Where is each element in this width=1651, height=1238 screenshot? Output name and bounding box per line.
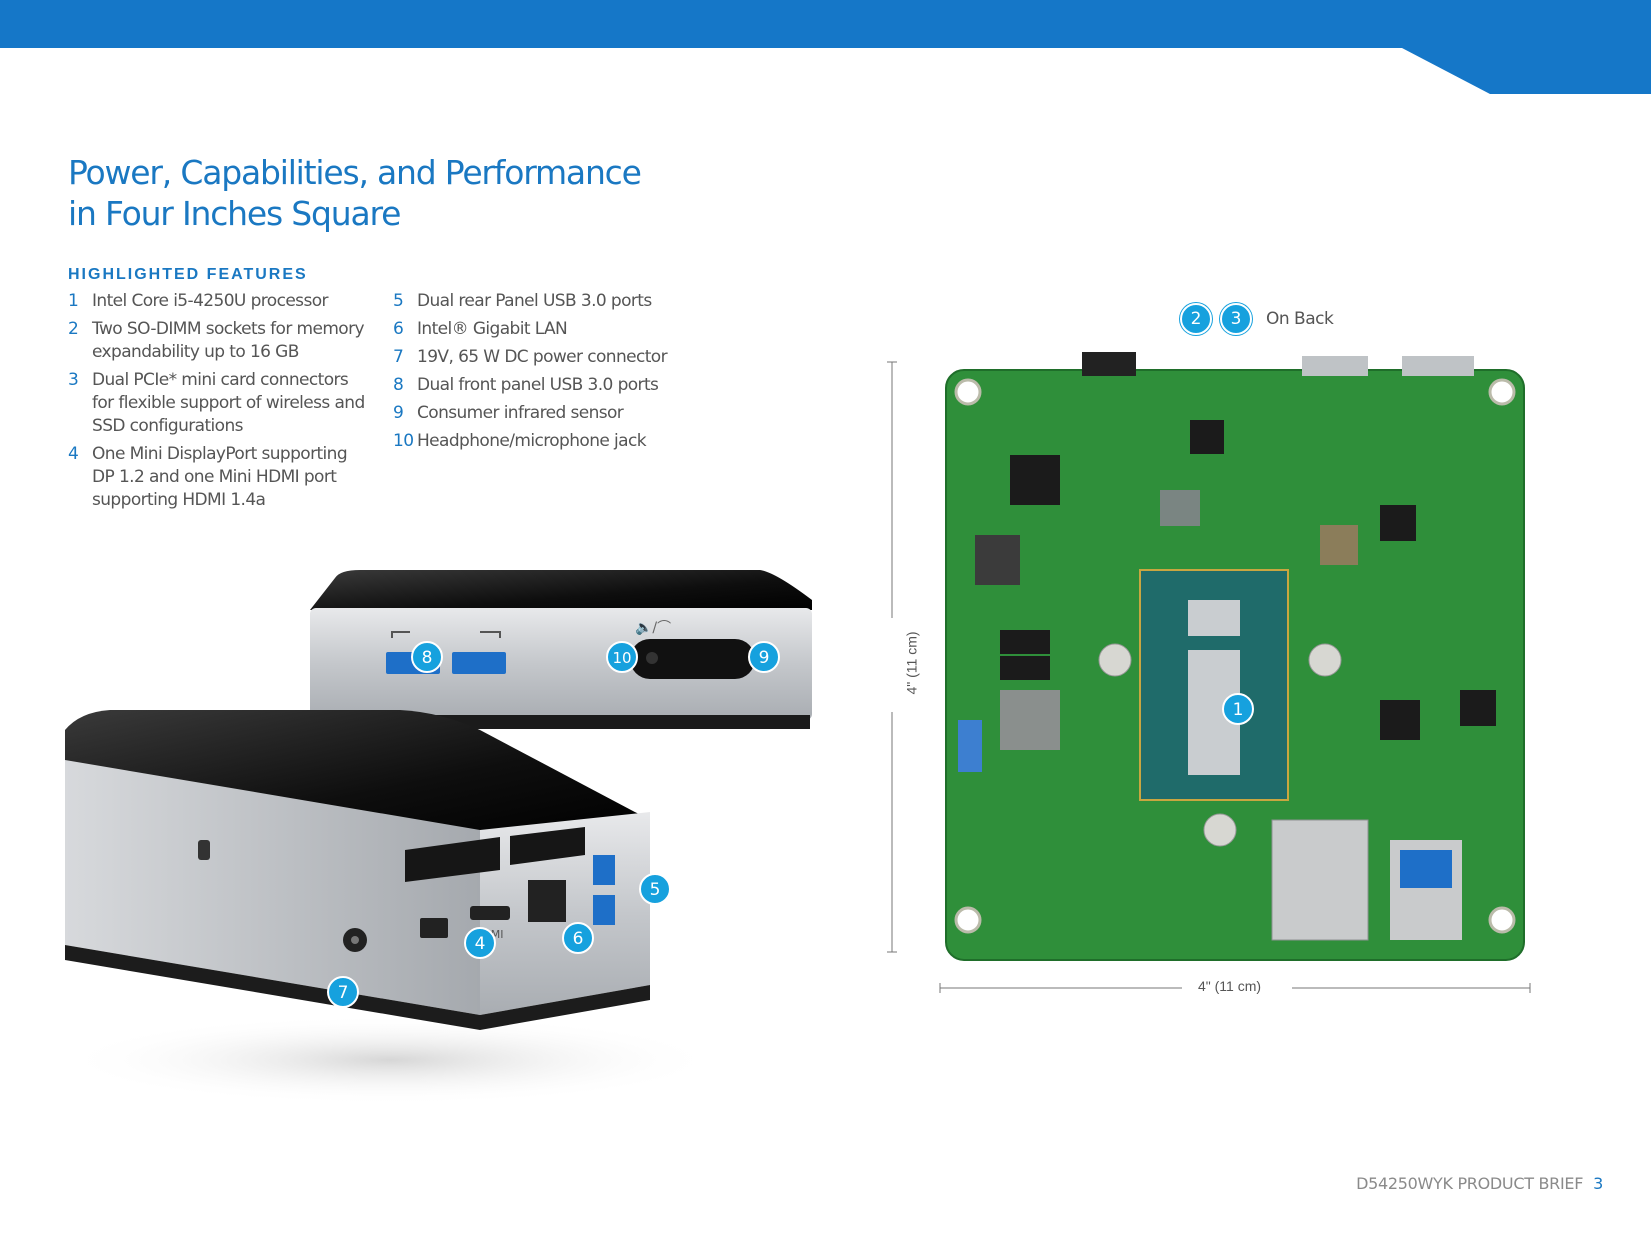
feature-number: 5 <box>393 291 404 311</box>
feature-list-right: 5 Dual rear Panel USB 3.0 ports 6 Intel® G… <box>393 290 693 458</box>
title-line-1: Power, Capabilities, and Performance <box>68 153 642 192</box>
feature-number: 4 <box>68 444 79 464</box>
feature-number: 3 <box>68 370 79 390</box>
callout-1: 1 <box>1222 693 1254 725</box>
feature-item: 4 One Mini DisplayPort supporting DP 1.2 … <box>68 443 368 512</box>
feature-text: Intel Core i5-4250U processor <box>92 291 328 311</box>
feature-text: Dual front panel USB 3.0 ports <box>417 375 659 395</box>
callout-6: 6 <box>562 922 594 954</box>
feature-item: 1 Intel Core i5-4250U processor <box>68 290 368 313</box>
feature-number: 6 <box>393 319 404 339</box>
feature-item: 2 Two SO-DIMM sockets for memory expandab… <box>68 318 368 364</box>
callout-4: 4 <box>464 927 496 959</box>
on-back-legend: 2 3 On Back <box>1180 303 1334 335</box>
header-band <box>0 0 1651 94</box>
features-heading: HIGHLIGHTED FEATURES <box>68 266 308 283</box>
title-line-2: in Four Inches Square <box>68 194 401 233</box>
feature-item: 6 Intel® Gigabit LAN <box>393 318 693 341</box>
svg-text:🔈/⌒: 🔈/⌒ <box>635 620 671 636</box>
feature-text: Dual PCIe* mini card connectors for flex… <box>92 370 365 436</box>
feature-number: 7 <box>393 347 404 367</box>
nuc-product-photo: 🔈/⌒ HDMI 8 10 9 <box>60 570 812 1105</box>
on-back-label: On Back <box>1266 309 1334 329</box>
feature-number: 2 <box>68 319 79 339</box>
svg-text:7: 7 <box>338 983 349 1003</box>
page-number: 3 <box>1593 1174 1603 1193</box>
svg-text:9: 9 <box>759 648 770 668</box>
feature-item: 3 Dual PCIe* mini card connectors for fle… <box>68 369 368 438</box>
feature-number: 1 <box>68 291 79 311</box>
feature-text: Headphone/microphone jack <box>417 431 647 451</box>
document-title: D54250WYK PRODUCT BRIEF <box>1356 1174 1584 1193</box>
feature-text: Intel® Gigabit LAN <box>417 319 568 339</box>
feature-text: 19V, 65 W DC power connector <box>417 347 668 367</box>
feature-text: One Mini DisplayPort supporting DP 1.2 a… <box>92 444 348 510</box>
svg-text:6: 6 <box>573 929 584 949</box>
callout-10: 10 <box>606 641 638 673</box>
motherboard-image: 1 <box>887 352 1531 993</box>
svg-text:1: 1 <box>1233 700 1244 720</box>
feature-text: Consumer infrared sensor <box>417 403 624 423</box>
board-width-dimension: 4" (11 cm) <box>1198 978 1262 994</box>
feature-text: Dual rear Panel USB 3.0 ports <box>417 291 652 311</box>
feature-item: 5 Dual rear Panel USB 3.0 ports <box>393 290 693 313</box>
nuc-rear-unit: HDMI <box>65 710 650 1030</box>
callout-7: 7 <box>327 976 359 1008</box>
callout-3: 3 <box>1220 303 1252 335</box>
callout-2: 2 <box>1180 303 1212 335</box>
page-footer: D54250WYK PRODUCT BRIEF 3 <box>1356 1174 1603 1193</box>
feature-item: 7 19V, 65 W DC power connector <box>393 346 693 369</box>
feature-list-left: 1 Intel Core i5-4250U processor 2 Two SO-D… <box>68 290 368 517</box>
feature-text: Two SO-DIMM sockets for memory expandabi… <box>92 319 365 362</box>
pcb <box>945 352 1525 961</box>
svg-text:10: 10 <box>612 649 631 667</box>
feature-item: 9 Consumer infrared sensor <box>393 402 693 425</box>
callout-8: 8 <box>411 641 443 673</box>
callout-5: 5 <box>639 873 671 905</box>
feature-number: 10 <box>393 431 414 451</box>
nuc-front-unit: 🔈/⌒ <box>310 570 812 729</box>
board-height-dimension: 4" (11 cm) <box>903 631 920 695</box>
callout-9: 9 <box>748 641 780 673</box>
svg-text:4: 4 <box>475 934 486 954</box>
page-title: Power, Capabilities, and Performance in … <box>68 152 688 234</box>
svg-text:8: 8 <box>422 648 433 668</box>
feature-item: 8 Dual front panel USB 3.0 ports <box>393 374 693 397</box>
svg-text:5: 5 <box>650 880 661 900</box>
feature-number: 9 <box>393 403 404 423</box>
feature-number: 8 <box>393 375 404 395</box>
